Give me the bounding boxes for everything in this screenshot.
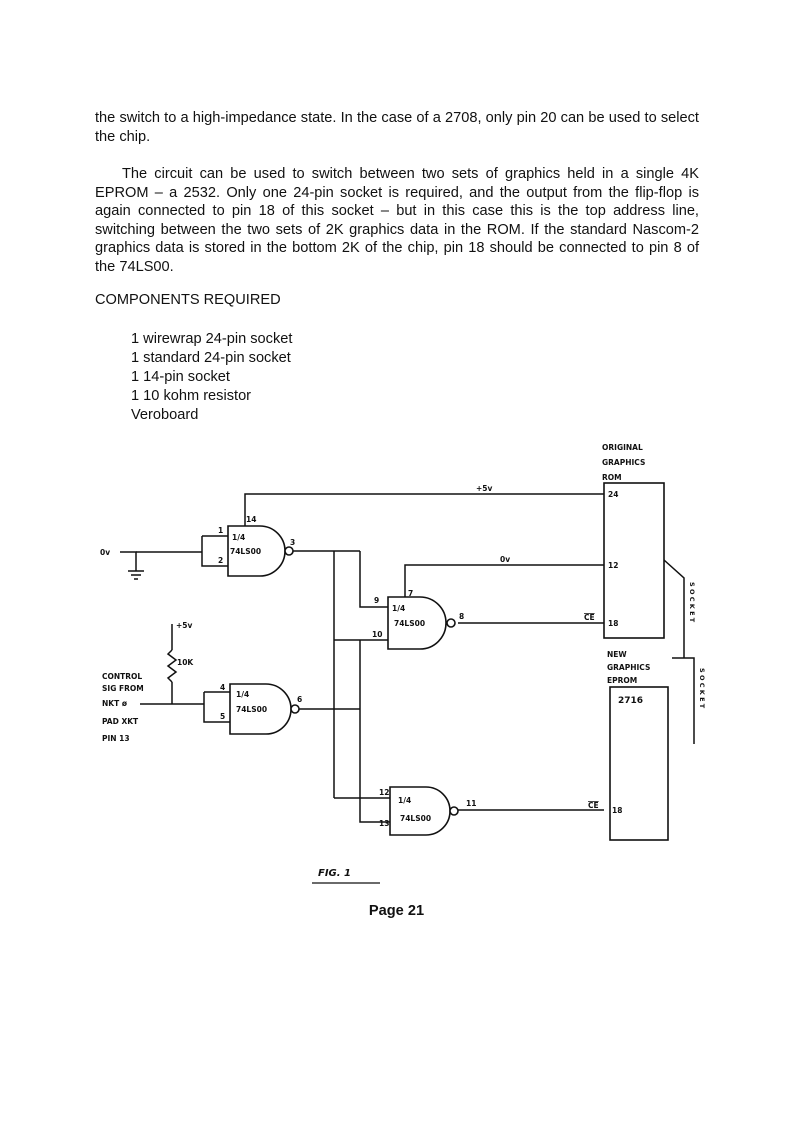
wires — [120, 493, 695, 823]
control-label-1: CONTROL — [102, 672, 142, 681]
control-label-5: PIN 13 — [102, 734, 130, 743]
gate4-pin-12: 12 — [379, 788, 389, 797]
eprom-pin-18: 18 — [612, 806, 622, 815]
list-item: 1 wirewrap 24-pin socket — [131, 331, 293, 347]
ce-bar-label-1: CE — [584, 613, 595, 622]
gate2-type: 74LS00 — [394, 619, 425, 628]
zero-v-left-label: 0v — [100, 548, 110, 557]
gate4-fraction: 1/4 — [398, 796, 411, 805]
ce-bar-label-2: CE — [588, 801, 599, 810]
gate2-fraction: 1/4 — [392, 604, 405, 613]
gate1-fraction: 1/4 — [232, 533, 245, 542]
gate1-pin-2: 2 — [218, 556, 223, 565]
gate1-pin-1: 1 — [218, 526, 223, 535]
gate3-pin-5: 5 — [220, 712, 225, 721]
list-item: 1 standard 24-pin socket — [131, 350, 291, 366]
plus5v-left-label: +5v — [176, 621, 193, 630]
paragraph-2: The circuit can be used to switch betwee… — [95, 166, 699, 275]
components-list: 1 wirewrap 24-pin socket 1 standard 24-p… — [131, 330, 292, 425]
rom-label-line1: ORIGINAL — [602, 443, 643, 452]
control-label-2: SIG FROM — [102, 684, 144, 693]
inverter-bubble — [290, 704, 300, 714]
rom-pin-18: 18 — [608, 619, 618, 628]
figure-caption: FIG. 1 — [318, 868, 351, 879]
figure-caption-group: FIG. 1 — [312, 868, 380, 884]
gate2-pin-7: 7 — [408, 589, 413, 598]
plus5v-top-label: +5v — [476, 484, 493, 493]
paragraph-1: the switch to a high-impedance state. In… — [95, 110, 699, 145]
inverter-bubble — [446, 618, 456, 628]
nand-gate-4 — [389, 786, 451, 836]
components-heading: COMPONENTS REQUIRED — [95, 292, 281, 308]
eprom-label-line3: EPROM — [607, 676, 637, 685]
original-graphics-rom — [603, 482, 665, 639]
gate1-pin-3: 3 — [290, 538, 295, 547]
control-label-3: NKT ø — [102, 699, 127, 708]
gate2-pin-8: 8 — [459, 612, 464, 621]
new-graphics-eprom — [609, 686, 669, 841]
gate4-pin-11: 11 — [466, 799, 476, 808]
socket-label-2: S O C K E T — [698, 668, 706, 709]
gate3-pin-6: 6 — [297, 695, 302, 704]
gate1-type: 74LS00 — [230, 547, 261, 556]
list-item: 1 14-pin socket — [131, 369, 230, 385]
gate3-pin-4: 4 — [220, 683, 225, 692]
nand-gate-2 — [387, 596, 447, 650]
circuit-diagram: ORIGINAL GRAPHICS ROM +5v 24 12 18 0v CE… — [100, 443, 706, 884]
gate4-pin-13: 13 — [379, 819, 389, 828]
gate2-pin-10: 10 — [372, 630, 382, 639]
eprom-label-line1: NEW — [607, 650, 627, 659]
gate1-pin-14: 14 — [246, 515, 256, 524]
gate3-type: 74LS00 — [236, 705, 267, 714]
list-item: 1 10 kohm resistor — [131, 388, 252, 404]
eprom-type-label: 2716 — [618, 696, 643, 706]
rom-label-line3: ROM — [602, 473, 622, 482]
rom-label-line2: GRAPHICS — [602, 458, 645, 467]
control-label-4: PAD XKT — [102, 717, 139, 726]
inverter-bubble — [284, 546, 294, 556]
zero-v-mid-label: 0v — [500, 555, 510, 564]
inverter-bubble — [449, 806, 459, 816]
eprom-label-line2: GRAPHICS — [607, 663, 650, 672]
resistor-label: 10K — [177, 658, 194, 667]
list-item: Veroboard — [131, 407, 199, 423]
nand-gates — [227, 525, 459, 836]
socket-label-1: S O C K E T — [688, 582, 696, 623]
gate4-type: 74LS00 — [400, 814, 431, 823]
diagram-labels: ORIGINAL GRAPHICS ROM +5v 24 12 18 0v CE… — [100, 443, 706, 828]
gate3-fraction: 1/4 — [236, 690, 249, 699]
rom-pin-12: 12 — [608, 561, 618, 570]
gate2-pin-9: 9 — [374, 596, 379, 605]
rom-pin-24: 24 — [608, 490, 618, 499]
page-number: Page 21 — [368, 903, 425, 919]
